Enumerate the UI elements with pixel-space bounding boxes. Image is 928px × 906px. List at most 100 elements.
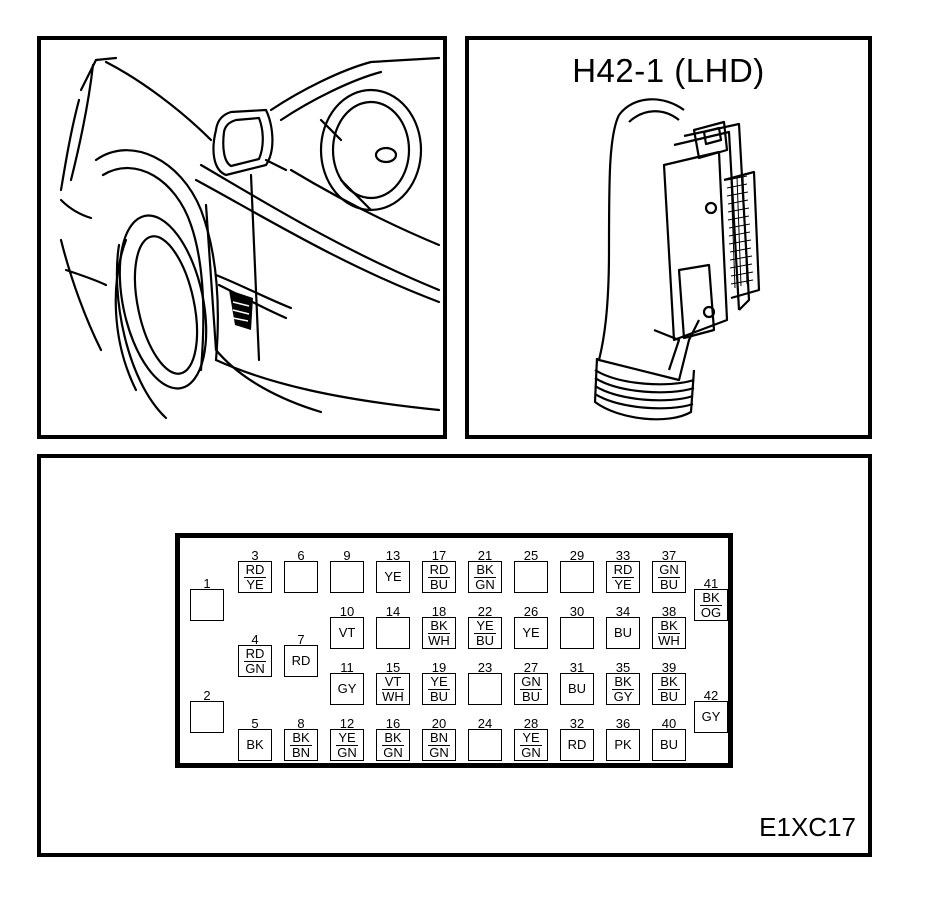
connector-title: H42-1 (LHD): [572, 52, 765, 89]
wire-color-stripe: BU: [658, 688, 680, 704]
pin-wire-color: PK: [606, 729, 640, 761]
pin-number: 13: [385, 548, 401, 563]
pin-number: 23: [477, 660, 493, 675]
wire-color-primary: RD: [291, 653, 311, 668]
wire-color-stripe: YE: [244, 576, 266, 591]
pin-wire-color: [376, 617, 410, 649]
pin-number: 11: [340, 660, 354, 675]
wire-color-primary: BK: [660, 617, 678, 633]
pin-number: 1: [203, 576, 211, 591]
pin-number: 37: [661, 548, 677, 563]
pin-number: 34: [615, 604, 631, 619]
pin-wire-color: [468, 729, 502, 761]
wire-color-primary: BK: [614, 673, 632, 689]
pin-wire-color: [514, 561, 548, 593]
wire-color-primary: PK: [614, 737, 632, 752]
pin-wire-color: [330, 561, 364, 593]
wire-color-stripe: WH: [428, 632, 450, 648]
pin-number: 31: [569, 660, 585, 675]
pin-number: 20: [431, 716, 447, 731]
pin-number: 19: [431, 660, 447, 675]
wire-color-primary: BK: [702, 589, 720, 605]
wire-color-primary: RD: [245, 561, 265, 577]
wire-color-primary: YE: [430, 673, 448, 689]
pin-number: 28: [523, 716, 539, 731]
pin-number: 12: [339, 716, 355, 731]
wire-color-primary: YE: [338, 729, 356, 745]
pin-number: 39: [661, 660, 677, 675]
pin-number: 40: [661, 716, 677, 731]
pin-number: 29: [569, 548, 585, 563]
pin-number: 22: [477, 604, 493, 619]
pin-number: 32: [569, 716, 585, 731]
wire-color-primary: YE: [476, 617, 494, 633]
connector-drawing: [593, 98, 761, 421]
pin-number: 26: [523, 604, 539, 619]
pin-number: 42: [703, 688, 719, 703]
wire-color-primary: BK: [660, 673, 678, 689]
pin-number: 41: [703, 576, 719, 591]
pin-wire-color: RD: [560, 729, 594, 761]
wire-color-primary: RD: [613, 561, 633, 577]
wire-color-primary: BK: [430, 617, 448, 633]
pin-number: 21: [477, 548, 493, 563]
pin-wire-color: BK: [238, 729, 272, 761]
wire-color-primary: BK: [292, 729, 310, 745]
wire-color-stripe: BU: [428, 576, 450, 592]
pin-number: 16: [385, 716, 401, 731]
wire-color-primary: VT: [384, 673, 402, 689]
pin-number: 7: [297, 632, 305, 647]
pin-number: 17: [431, 548, 447, 563]
wire-color-primary: GN: [659, 561, 679, 577]
wire-color-primary: BU: [659, 737, 679, 752]
wire-color-primary: RD: [567, 737, 587, 752]
wire-color-stripe: GY: [612, 688, 634, 704]
wire-color-stripe: GN: [382, 744, 404, 760]
wire-color-primary: YE: [522, 625, 540, 640]
wire-color-primary: YE: [384, 569, 402, 584]
wire-color-primary: BN: [429, 729, 449, 745]
wire-color-primary: YE: [522, 729, 540, 745]
wire-color-primary: GY: [337, 681, 357, 696]
connector-illustration-panel: H42-1 (LHD): [465, 36, 872, 439]
wire-color-stripe: GN: [336, 744, 358, 760]
wire-color-stripe: BU: [658, 576, 680, 592]
wire-color-primary: GY: [701, 709, 721, 724]
wire-color-stripe: BU: [474, 632, 496, 648]
car-front-left-drawing: [59, 56, 441, 420]
wire-color-primary: RD: [429, 561, 449, 577]
pin-number: 6: [297, 548, 305, 563]
pin-wire-color: [190, 701, 224, 733]
pin-wire-color: VT: [330, 617, 364, 649]
pin-wire-color: BU: [560, 673, 594, 705]
pin-number: 30: [569, 604, 585, 619]
wire-color-primary: BK: [476, 561, 494, 577]
wire-color-stripe: GN: [520, 744, 542, 760]
wire-color-primary: BU: [613, 625, 633, 640]
pin-number: 15: [385, 660, 401, 675]
pin-wire-color: BU: [606, 617, 640, 649]
wire-color-stripe: BU: [520, 688, 542, 704]
wire-color-stripe: GN: [244, 660, 266, 676]
pin-number: 9: [343, 548, 351, 563]
wire-color-primary: RD: [245, 645, 265, 661]
wire-color-primary: BU: [567, 681, 587, 696]
diagram-code: E1XC17: [759, 812, 856, 842]
wire-color-stripe: WH: [658, 632, 680, 648]
wire-color-stripe: BN: [290, 744, 312, 760]
